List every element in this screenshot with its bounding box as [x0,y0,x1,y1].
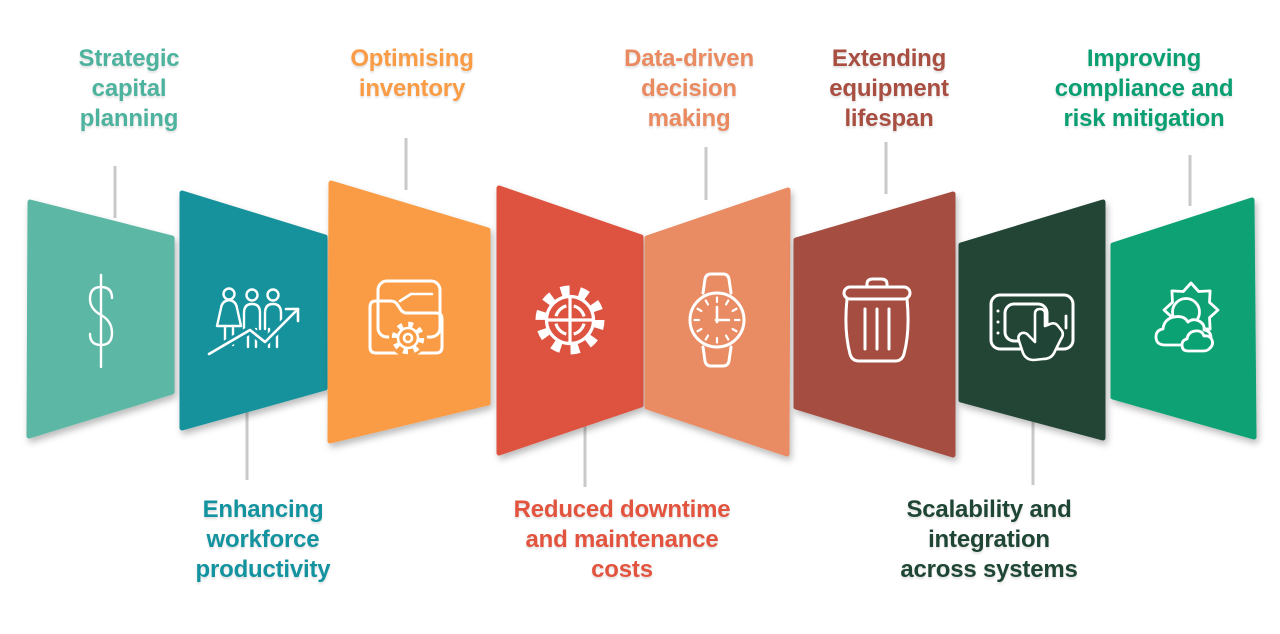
label-enhancing-workforce-productivity: Enhancing workforce productivity [195,496,331,583]
pressing-hand [1017,307,1065,362]
gear-backplate [389,319,427,357]
gear-wheel [535,285,605,355]
trash-can [842,277,912,363]
sun-clouds-icon [1154,281,1220,353]
trash-icon [842,277,912,363]
ribbon-panel-scalability-integration [958,199,1106,441]
tablet-dots [996,309,1000,335]
gear-wheel-icon [535,285,605,355]
watch-icon [688,272,746,368]
label-improving-compliance: Improving compliance and risk mitigation [1054,45,1234,132]
label-optimising-inventory: Optimising inventory [350,45,474,102]
dollar-icon [88,273,114,369]
growth-arrow [207,307,300,356]
label-data-driven-decision-making: Data-driven decision making [624,45,754,132]
people-growth-icon [206,287,301,358]
ribbon-panel-enhancing-workforce-productivity [179,190,328,431]
watch-body [688,272,746,368]
people-figures [215,287,283,349]
small-gear [391,321,425,355]
watch-ticks [693,296,741,344]
tablet-touch-icon [989,293,1075,362]
label-extending-equipment-lifespan: Extending equipment lifespan [829,45,949,132]
clouds [1154,315,1214,353]
dollar-glyph [88,273,114,369]
label-reduced-downtime: Reduced downtime and maintenance costs [513,496,731,583]
folder-gear-icon [368,279,444,357]
watch-hands [714,305,731,324]
label-scalability-integration: Scalability and integration across syste… [900,496,1078,583]
ribbon-panel-extending-equipment-lifespan [793,191,956,458]
label-strategic-capital-planning: Strategic capital planning [78,45,180,132]
